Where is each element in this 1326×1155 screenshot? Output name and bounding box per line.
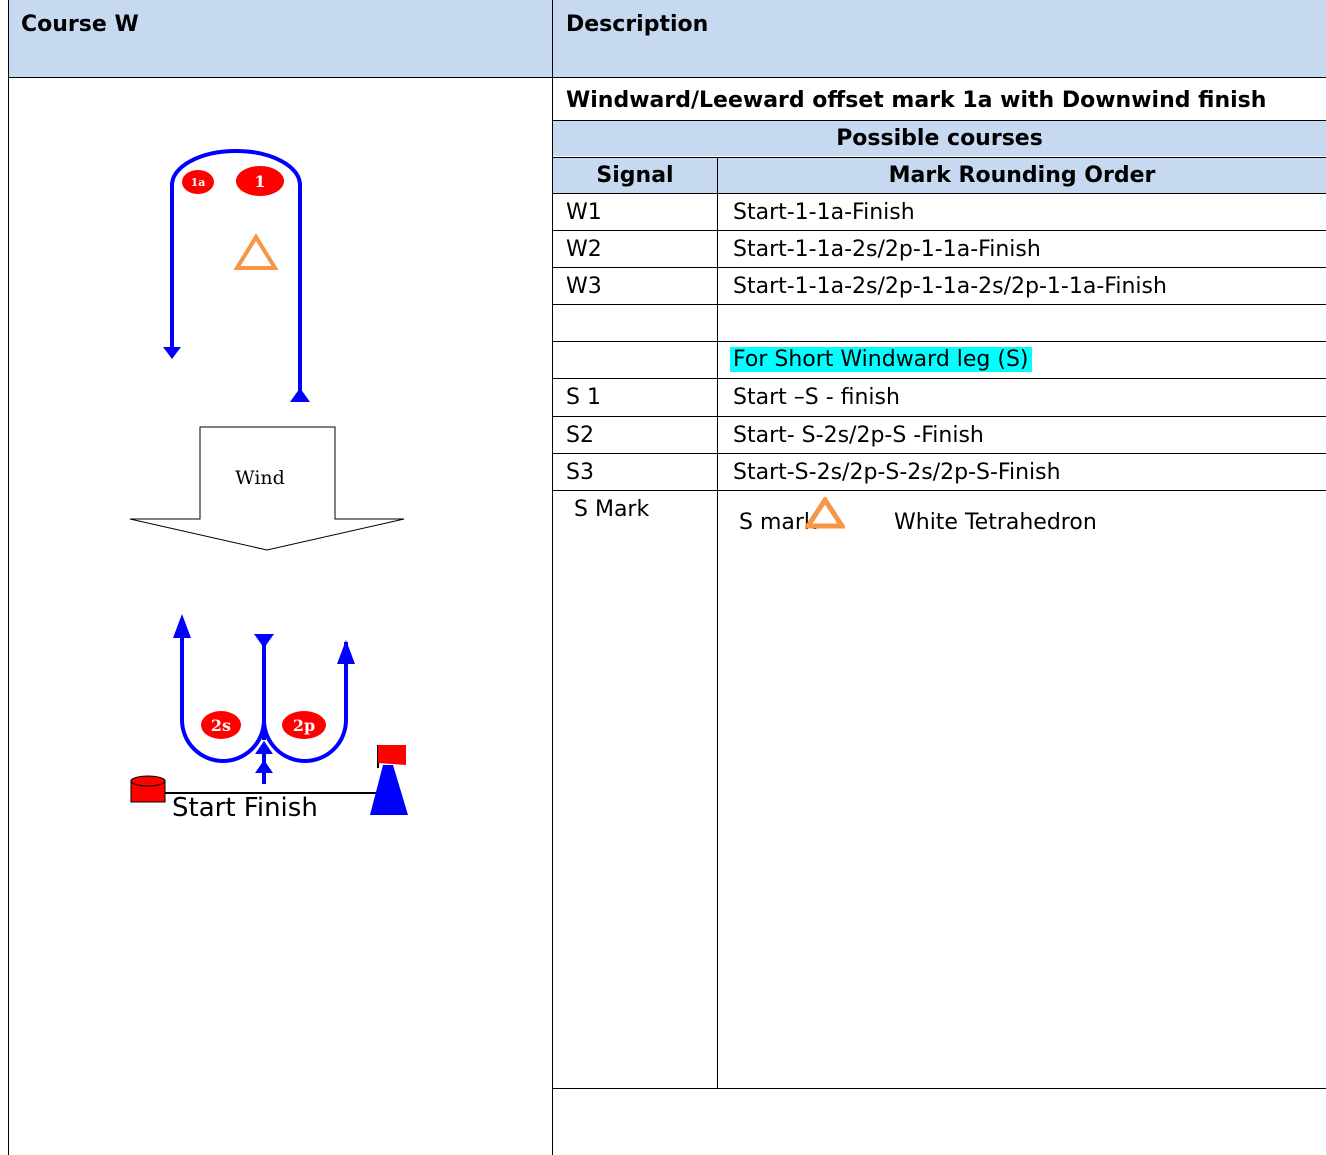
mark-2p-label: 2p: [293, 716, 315, 735]
row-signal: S 1: [566, 385, 601, 410]
row-line: [552, 120, 1326, 121]
row-order: Start-1-1a-2s/2p-1-1a-Finish: [733, 237, 1041, 262]
row-line: [552, 341, 1326, 342]
arrow-start-up-2: [255, 760, 273, 773]
signal-column-divider: [717, 157, 718, 1088]
committee-boat: [370, 765, 408, 815]
arrow-2p-up: [337, 640, 355, 664]
col-header-signal: Signal: [596, 163, 674, 188]
description-title: Windward/Leeward offset mark 1a with Dow…: [566, 88, 1267, 113]
course-label: Course W: [21, 12, 139, 37]
row-line: [552, 416, 1326, 417]
upper-course-line: [170, 149, 302, 392]
s-mark-signal: S Mark: [574, 497, 650, 522]
down-arrow: [163, 347, 181, 359]
row-signal: S3: [566, 460, 594, 485]
possible-courses: Possible courses: [836, 126, 1043, 151]
row-line: [552, 157, 1326, 158]
red-flag-icon: [378, 745, 406, 765]
column-divider: [552, 0, 553, 1155]
wind-label: Wind: [235, 467, 285, 489]
row-line: [552, 193, 1326, 194]
left-border: [8, 0, 9, 1155]
arrow-2s-up: [173, 614, 191, 638]
column-header-band: [553, 157, 1326, 193]
up-arrow: [290, 388, 310, 402]
row-line: [552, 230, 1326, 231]
short-leg-note: For Short Windward leg (S): [730, 347, 1032, 372]
header-description: Description: [553, 0, 1326, 78]
s-mark-triangle: [233, 233, 279, 270]
s-mark-desc: White Tetrahedron: [894, 510, 1097, 535]
mark-1a: [182, 170, 214, 194]
mark-2p: [282, 711, 326, 739]
row-order: Start-S-2s/2p-S-2s/2p-S-Finish: [733, 460, 1061, 485]
triangle-icon: [805, 497, 845, 529]
row-line: [552, 490, 1326, 491]
row-line: [552, 453, 1326, 454]
row-line: [552, 378, 1326, 379]
start-finish-label: Start Finish: [172, 793, 318, 823]
row-signal: W3: [566, 274, 602, 299]
arrow-start-up: [255, 741, 273, 754]
description-label: Description: [566, 12, 709, 37]
wind-arrow: [129, 426, 405, 551]
row-signal: W1: [566, 200, 602, 225]
row-line: [552, 1088, 1326, 1089]
possible-courses-band: [553, 120, 1326, 156]
row-order: Start-1-1a-Finish: [733, 200, 915, 225]
row-order: Start- S-2s/2p-S -Finish: [733, 423, 984, 448]
row-line: [552, 304, 1326, 305]
mark-2s: [201, 711, 241, 739]
short-leg-highlight: For Short Windward leg (S): [730, 347, 1032, 372]
mark-1-label: 1: [254, 172, 265, 191]
pin-buoy-top: [130, 775, 166, 787]
mark-1a-label: 1a: [191, 176, 206, 189]
mark-2s-label: 2s: [211, 716, 231, 735]
port-loop: [180, 625, 266, 763]
row-order: Start-1-1a-2s/2p-1-1a-2s/2p-1-1a-Finish: [733, 274, 1167, 299]
header-course: Course W: [8, 0, 552, 78]
row-signal: S2: [566, 423, 594, 448]
row-signal: W2: [566, 237, 602, 262]
s-mark-label: S mark: [739, 510, 817, 535]
course-diagram: 1a 1 Wind 2s 2p Start Finish: [129, 149, 408, 823]
starboard-loop: [262, 642, 348, 763]
mark-1: [236, 166, 284, 196]
col-header-order: Mark Rounding Order: [888, 163, 1156, 188]
row-order: Start –S - finish: [733, 385, 900, 410]
row-line: [552, 267, 1326, 268]
arrow-centre-down: [254, 634, 274, 648]
